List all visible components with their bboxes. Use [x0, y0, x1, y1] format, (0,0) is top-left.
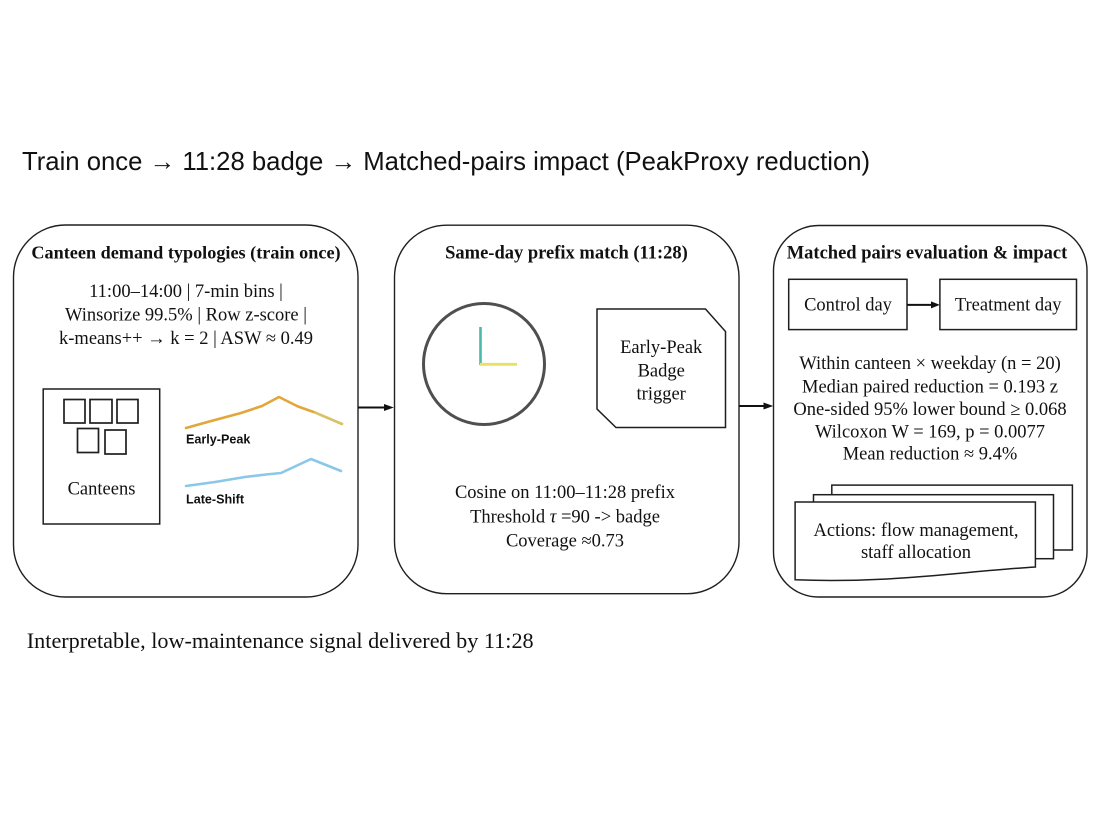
svg-text:Winsorize 99.5% | Row z-score: Winsorize 99.5% | Row z-score | — [65, 306, 307, 326]
svg-text:One-sided 95% lower bound ≥ 0.: One-sided 95% lower bound ≥ 0.068 — [793, 400, 1066, 420]
svg-text:Train once → 11:28 badge → Mat: Train once → 11:28 badge → Matched-pairs… — [22, 148, 870, 176]
svg-text:Same-day prefix match (11:28): Same-day prefix match (11:28) — [445, 244, 688, 264]
svg-text:11:00–14:00 | 7-min bins |: 11:00–14:00 | 7-min bins | — [89, 282, 283, 302]
svg-text:Early-Peak: Early-Peak — [186, 433, 251, 447]
svg-text:k-means++ → k = 2 | ASW ≈ 0.49: k-means++ → k = 2 | ASW ≈ 0.49 — [59, 329, 313, 349]
svg-text:Control day: Control day — [804, 295, 893, 315]
svg-text:Early-Peak: Early-Peak — [620, 338, 703, 358]
svg-text:Within canteen × weekday (n =: Within canteen × weekday (n = 20) — [799, 354, 1061, 374]
svg-text:Badge: Badge — [638, 361, 685, 381]
svg-text:Threshold τ =90 -> badge: Threshold τ =90 -> badge — [470, 507, 660, 527]
svg-text:Mean reduction ≈ 9.4%: Mean reduction ≈ 9.4% — [843, 444, 1018, 464]
svg-text:trigger: trigger — [637, 385, 686, 405]
svg-text:Wilcoxon W = 169, p = 0.0077: Wilcoxon W = 169, p = 0.0077 — [815, 423, 1045, 443]
svg-text:Late-Shift: Late-Shift — [186, 493, 245, 507]
svg-text:Canteen demand typologies (tra: Canteen demand typologies (train once) — [31, 243, 340, 264]
svg-text:Coverage ≈0.73: Coverage ≈0.73 — [506, 531, 624, 551]
svg-text:staff allocation: staff allocation — [861, 543, 971, 563]
svg-text:Cosine on 11:00–11:28 prefix: Cosine on 11:00–11:28 prefix — [455, 483, 676, 503]
svg-text:Interpretable, low-maintenance: Interpretable, low-maintenance signal de… — [27, 628, 534, 653]
svg-text:Canteens: Canteens — [68, 480, 136, 500]
svg-text:Median paired reduction = 0.19: Median paired reduction = 0.193 z — [802, 378, 1058, 398]
svg-text:Actions: flow management,: Actions: flow management, — [814, 521, 1019, 541]
svg-text:Treatment day: Treatment day — [955, 295, 1062, 315]
svg-text:Matched pairs evaluation & imp: Matched pairs evaluation & impact — [787, 244, 1068, 264]
